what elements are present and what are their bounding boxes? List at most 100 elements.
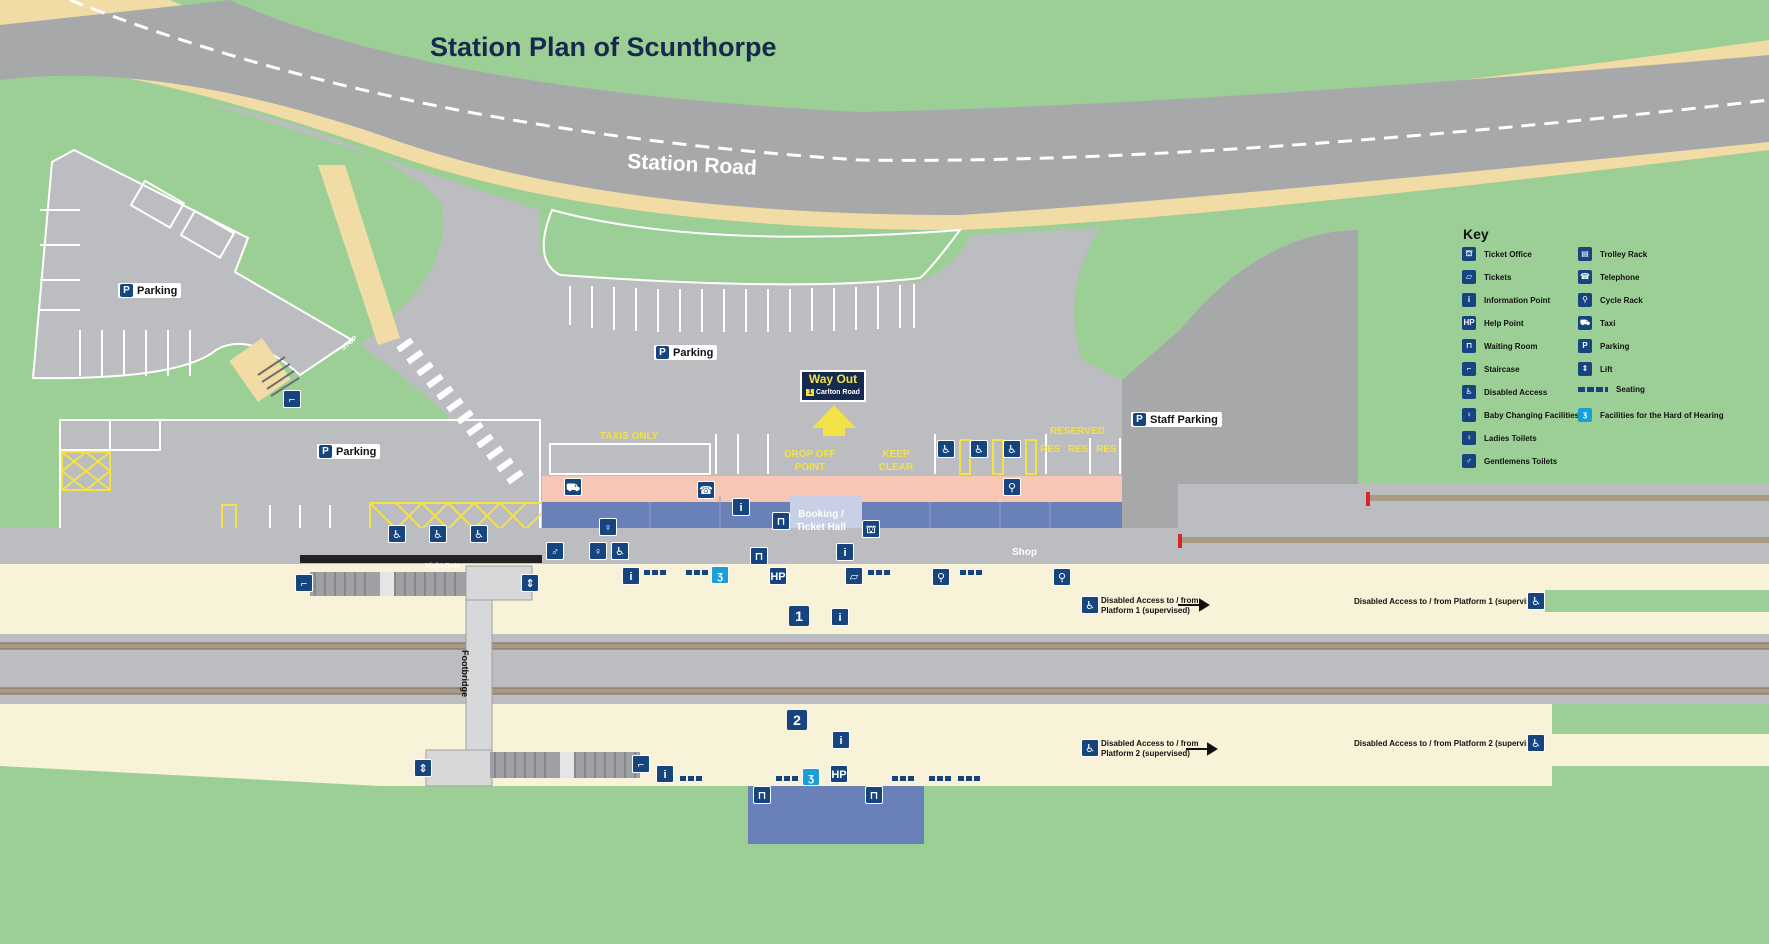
disabled-access-icon: ♿ [470, 525, 488, 543]
trolley-rack-icon: ▤ [1578, 247, 1592, 261]
cycle-rack-icon: ⚲ [1578, 293, 1592, 307]
parking-bays-left [40, 179, 236, 376]
platform-1-number: 1 [789, 606, 809, 626]
staircase-icon: ⌐ [1462, 362, 1476, 376]
access-arrows [1178, 598, 1218, 756]
key-item: ⛫ Ticket Office [1462, 247, 1532, 261]
key-item: ⚲ Cycle Rack [1578, 293, 1643, 307]
reserved-marking: RESERVED [1050, 426, 1105, 437]
footbridge-label: Footbridge [460, 650, 470, 697]
tickets-icon: ▱ [1462, 270, 1476, 284]
key-item-label: Baby Changing Facilities [1484, 410, 1580, 420]
car-park-steps [229, 338, 291, 402]
zebra-crossing [396, 337, 524, 485]
help-point-icon: HP [830, 765, 848, 783]
seating-icon [958, 776, 982, 781]
key-item-label: Waiting Room [1484, 341, 1538, 351]
seating-icon [644, 570, 668, 575]
night-gate-bar [300, 555, 542, 563]
parking-icon: P [656, 346, 669, 359]
disabled-access-icon: ♿ [937, 440, 955, 458]
key-item-label: Gentlemens Toilets [1484, 456, 1558, 466]
station-road [0, 0, 1769, 215]
way-out-exit: 1 Carlton Road [806, 389, 860, 396]
res-marking-2: RES [1068, 444, 1089, 455]
res-marking-1: RES [1040, 444, 1061, 455]
booking-hall-label: Booking / Ticket Hall [796, 509, 846, 533]
waiting-room-icon: ⊓ [750, 547, 768, 565]
ladies-toilets-icon: ♀ [1462, 431, 1476, 445]
key-item-label: Facilities for the Hard of Hearing [1600, 410, 1724, 420]
parking-icon: P [120, 284, 133, 297]
taxi-icon: ⛟ [1578, 316, 1592, 330]
key-item-label: Staircase [1484, 364, 1520, 374]
staff-car-park [1122, 230, 1358, 528]
disabled-access-icon: ♿ [1081, 596, 1099, 614]
seating-icon [776, 776, 800, 781]
key-item-label: Parking [1600, 341, 1630, 351]
key-item-label: Telephone [1600, 272, 1640, 282]
key-item: ♀Ladies Toilets [1462, 431, 1537, 445]
key-item-label: Tickets [1484, 272, 1512, 282]
key-item: ▱ Tickets [1462, 270, 1511, 284]
key-item-label: Seating [1616, 385, 1645, 394]
taxi-icon: ⛟ [564, 478, 582, 496]
disabled-access-icon: ♿ [429, 525, 447, 543]
parking-icon: P [319, 445, 332, 458]
seating-icon [868, 570, 892, 575]
hard-of-hearing-icon: ʒ [711, 566, 729, 584]
night-gate-label: Night Gate [425, 563, 461, 570]
disabled-access-icon: ♿ [1003, 440, 1021, 458]
disabled-access-icon: ♿ [1462, 385, 1476, 399]
parking-icon: P [1578, 339, 1592, 353]
shop-label: Shop [1012, 547, 1037, 558]
disabled-access-icon: ♿ [611, 542, 629, 560]
key-item-label: Taxi [1600, 318, 1616, 328]
way-out-arrow [812, 405, 856, 436]
key-item-label: Help Point [1484, 318, 1524, 328]
seating-icon [960, 570, 984, 575]
platform-2-number: 2 [787, 710, 807, 730]
staircase-icon: ⌐ [632, 755, 650, 773]
key-item: ⇕Lift [1578, 362, 1612, 376]
telephone-icon: ☎ [1578, 270, 1592, 284]
seating-icon [1578, 387, 1608, 392]
key-item: ⌐ Staircase [1462, 362, 1520, 376]
key-item-label: Ticket Office [1484, 249, 1532, 259]
ticket-office-icon: ⛫ [862, 520, 880, 538]
disabled-access-icon: ♿ [1527, 592, 1545, 610]
key-item-label: Cycle Rack [1600, 295, 1643, 305]
key-item-label: Disabled Access [1484, 387, 1548, 397]
seating-icon [686, 570, 710, 575]
way-out-sign: Way Out 1 Carlton Road [800, 370, 866, 402]
lift-icon: ⇕ [414, 759, 432, 777]
key-title: Key [1463, 226, 1489, 242]
key-item-label: Information Point [1484, 295, 1551, 305]
parking-icon: P [1133, 413, 1146, 426]
drop-off-bays [715, 434, 1121, 474]
disabled-access-icon: ♿ [1081, 739, 1099, 757]
seating-icon [929, 776, 953, 781]
information-icon: i [1462, 293, 1476, 307]
cycle-rack-icon: ⚲ [1003, 478, 1021, 496]
parking-bays-central [569, 284, 915, 332]
road-centre-line [69, 0, 1769, 162]
ticket-office-icon: ⛫ [1462, 247, 1476, 261]
baby-changing-icon: ♀ [1462, 408, 1476, 422]
tickets-icon: ▱ [845, 567, 863, 585]
key-item: ♿ Disabled Access [1462, 385, 1547, 399]
key-item: i Information Point [1462, 293, 1550, 307]
key-item: ▤ Trolley Rack [1578, 247, 1647, 261]
left-car-park [31, 148, 354, 380]
key-item-label: Trolley Rack [1600, 249, 1648, 259]
way-out-title: Way Out [808, 372, 858, 386]
taxis-only-marking: TAXIS ONLY [600, 431, 659, 442]
platform-2-building [748, 786, 924, 844]
help-point-icon: HP [769, 567, 787, 585]
